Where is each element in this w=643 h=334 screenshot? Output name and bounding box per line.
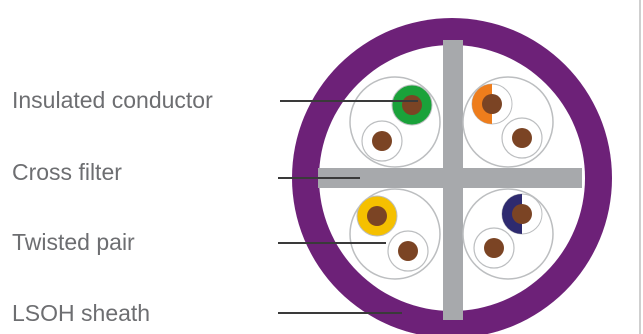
- conductor-core: [512, 204, 532, 224]
- twisted-pair-orange: [462, 76, 554, 168]
- twisted-pair-blue: [462, 188, 554, 280]
- label-insulated-conductor: Insulated conductor: [12, 87, 213, 113]
- conductor-core: [482, 94, 502, 114]
- conductor-core: [512, 128, 532, 148]
- cross-filter: [318, 40, 582, 320]
- label-cross-filter: Cross filter: [12, 159, 122, 185]
- label-twisted-pair: Twisted pair: [12, 229, 135, 255]
- twisted-pair-green: [349, 76, 441, 168]
- conductor-core: [367, 206, 387, 226]
- conductor-core: [372, 131, 392, 151]
- twisted-pair-yellow: [349, 188, 441, 280]
- label-lsoh-sheath: LSOH sheath: [12, 300, 151, 326]
- conductor-core: [398, 241, 418, 261]
- conductor-core: [402, 95, 422, 115]
- conductor-core: [484, 238, 504, 258]
- cross-filter-horizontal-arm: [318, 168, 582, 188]
